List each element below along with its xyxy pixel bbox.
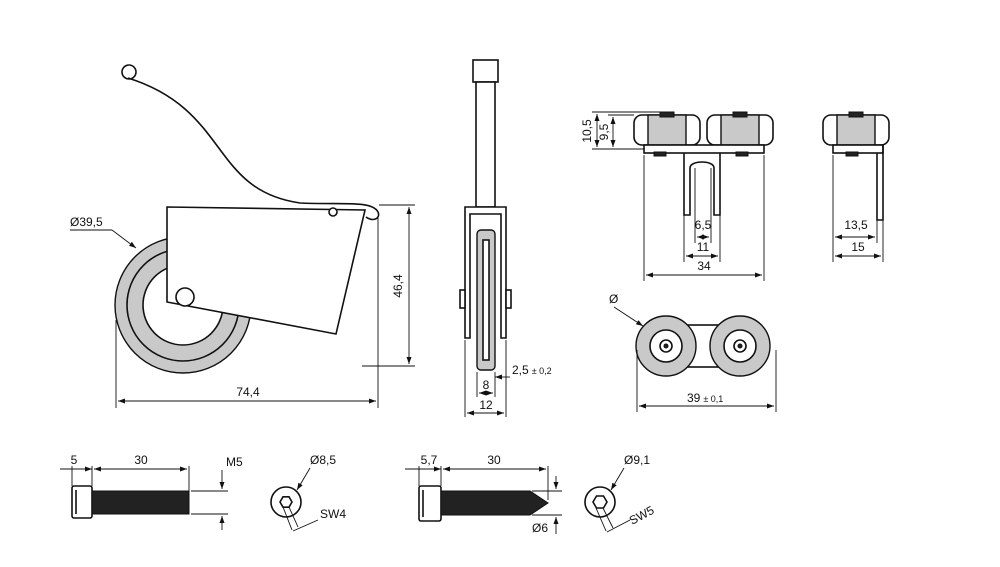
double-hwheel-label: 9,5 [597, 123, 611, 140]
side-bracket [166, 206, 367, 335]
side-wheel-dia-label: Ø39,5 [70, 215, 103, 229]
wood-screw-thread [440, 490, 549, 516]
front-view: 2,5± 0,2 8 12 [459, 59, 552, 417]
front-axle-left [459, 289, 466, 309]
bottom-spacing-label: 39± 0,1 [687, 391, 723, 405]
front-wheel-core [482, 239, 490, 361]
wood-head-view: Ø9,1 SW5 [584, 453, 657, 533]
wood-socket-label: SW5 [627, 503, 657, 528]
bolt-head-dia-leader [296, 467, 311, 491]
bolt-head-dia-label: Ø8,5 [310, 453, 336, 467]
single-bracket [876, 145, 884, 221]
front-stem [475, 81, 496, 208]
double-slot-label: 6,5 [695, 218, 712, 232]
side-spring-loop [121, 64, 137, 80]
single-inner-label: 13,5 [844, 218, 868, 232]
bottom-dia-leader [613, 306, 644, 327]
top-single-view: 13,5 15 [822, 111, 890, 262]
front-offset-label: 2,5± 0,2 [512, 363, 552, 377]
front-inner-label: 8 [483, 378, 490, 392]
double-htotal-label: 10,5 [580, 119, 594, 143]
side-spring-wire [127, 77, 380, 221]
bolt-shank [91, 490, 190, 515]
side-length-label: 74,4 [236, 385, 260, 399]
wood-head-dia-label: Ø9,1 [624, 453, 650, 467]
side-view: 46,4 74,4 Ø39,5 [70, 64, 415, 408]
bolt-hex-socket [279, 495, 293, 509]
bottom-dia-label: Ø [609, 292, 618, 306]
bottom-view: 39± 0,1 Ø [609, 292, 777, 412]
bolt-head [71, 485, 93, 519]
bolt-head-label: 5 [71, 453, 78, 467]
bolt-length-label: 30 [134, 453, 148, 467]
single-outer-label: 15 [851, 240, 865, 254]
wood-length-label: 30 [487, 453, 501, 467]
front-stem-cap [472, 59, 499, 83]
double-bracket-fork [683, 153, 721, 216]
front-axle-right [505, 289, 512, 309]
front-bracket [464, 206, 507, 339]
side-rivet [328, 207, 338, 217]
top-double-view: 6,5 11 34 10,5 9,5 [580, 111, 774, 281]
bolt-head-view: Ø8,5 SW4 [270, 453, 346, 532]
bolt-thread-label: M5 [226, 455, 243, 469]
wood-dia-label: Ø6 [532, 521, 548, 535]
bolt-socket-dim [292, 519, 319, 532]
wood-head-dia-leader [610, 467, 625, 491]
side-height-label: 46,4 [391, 274, 405, 298]
wood-screw: 5,7 30 Ø6 [405, 453, 562, 535]
wood-socket-dim [606, 519, 631, 533]
bolt: 5 30 M5 [60, 453, 243, 530]
double-total-label: 34 [697, 259, 711, 273]
front-outer-label: 12 [479, 398, 493, 412]
wood-hex-socket [592, 495, 608, 509]
bolt-socket-label: SW4 [320, 507, 346, 521]
wood-head-label: 5,7 [421, 453, 438, 467]
side-bracket-hole [175, 287, 195, 307]
double-inner-label: 11 [697, 240, 710, 254]
